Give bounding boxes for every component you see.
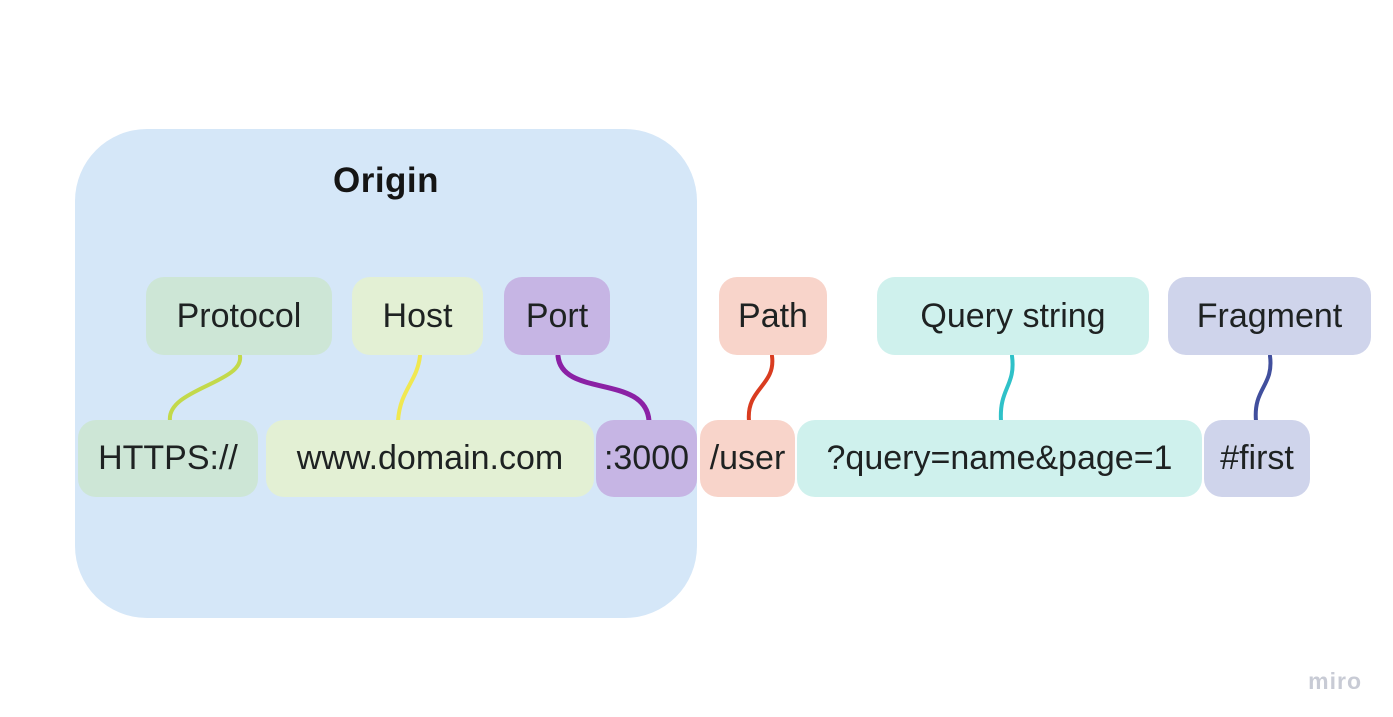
- fragment-url-segment: #first: [1204, 420, 1310, 497]
- port-url-segment: :3000: [596, 420, 697, 497]
- origin-title: Origin: [332, 161, 440, 200]
- protocol-label-chip: Protocol: [146, 277, 332, 355]
- host-url-segment: www.domain.com: [266, 420, 594, 497]
- path-url-segment: /user: [700, 420, 795, 497]
- fragment-label-chip: Fragment: [1168, 277, 1371, 355]
- host-label-chip: Host: [352, 277, 483, 355]
- query-string-connector-line: [998, 354, 1015, 423]
- fragment-connector-line: [1253, 354, 1273, 423]
- query-string-url-segment: ?query=name&page=1: [797, 420, 1202, 497]
- path-label-chip: Path: [719, 277, 827, 355]
- protocol-url-segment: HTTPS://: [78, 420, 258, 497]
- query-string-label-chip: Query string: [877, 277, 1149, 355]
- path-connector-line: [746, 354, 775, 423]
- origin-group-box: [75, 129, 697, 618]
- port-label-chip: Port: [504, 277, 610, 355]
- miro-watermark-logo: miro: [1308, 668, 1362, 694]
